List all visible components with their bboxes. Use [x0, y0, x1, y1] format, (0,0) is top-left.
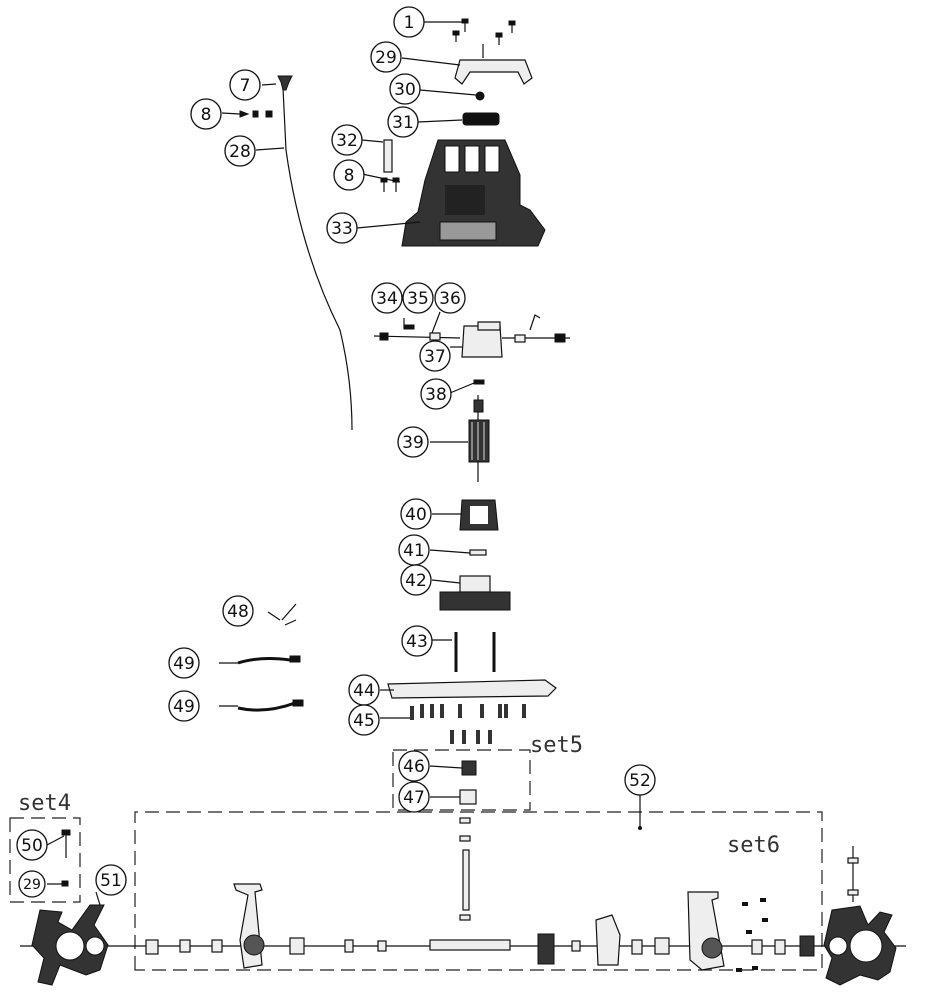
callout-31: 31 [387, 106, 419, 138]
set6-box [134, 795, 823, 971]
callout-8a-label: 8 [201, 105, 212, 125]
callout-39: 39 [397, 426, 429, 458]
callout-51-label: 51 [100, 871, 122, 891]
callout-51: 51 [95, 864, 127, 896]
callout-40-label: 40 [405, 505, 427, 525]
callout-46: 46 [398, 750, 430, 782]
callout-34: 34 [371, 282, 403, 314]
stator-40 [432, 499, 499, 531]
motor-housing [356, 139, 546, 247]
callout-50-label: 50 [21, 836, 43, 856]
callout-49a-label: 49 [173, 654, 195, 674]
callout-8b: 8 [333, 159, 365, 191]
tube-32 [361, 139, 393, 173]
callout-39-label: 39 [402, 433, 424, 453]
callout-33-label: 33 [331, 219, 353, 239]
clip-48 [267, 603, 297, 626]
callout-49b: 49 [168, 690, 200, 722]
callout-29b: 29 [18, 870, 46, 898]
callout-49b-label: 49 [173, 697, 195, 717]
set6-label: set6 [727, 833, 780, 858]
tine-axle [20, 914, 906, 966]
washer-38 [449, 379, 485, 394]
callout-42: 42 [400, 564, 432, 596]
callout-29a: 29 [370, 41, 402, 73]
callout-31-label: 31 [392, 113, 414, 133]
drive-shaft [459, 817, 471, 921]
left-tine [31, 891, 109, 986]
callout-50: 50 [16, 829, 48, 861]
callout-34-label: 34 [376, 289, 398, 309]
set4-label: set4 [18, 791, 71, 816]
screws-8-upper [221, 110, 273, 118]
wire-harness-top [219, 655, 301, 665]
washer-41 [429, 549, 487, 556]
armature-39 [430, 395, 490, 482]
gearbox-42 [431, 575, 511, 611]
callout-47: 47 [398, 781, 430, 813]
screws-45 [380, 704, 526, 744]
top-handle-cover [401, 44, 533, 85]
callout-48-label: 48 [227, 602, 249, 622]
callout-46-label: 46 [403, 757, 425, 777]
callout-40: 40 [400, 498, 432, 530]
callout-29a-label: 29 [375, 48, 397, 68]
set5-label: set5 [530, 733, 583, 758]
base-plate-44 [380, 679, 557, 699]
callout-52: 52 [624, 764, 656, 796]
coupling-46 [429, 760, 477, 776]
brush-assembly [373, 311, 570, 358]
callout-42-label: 42 [405, 571, 427, 591]
callout-38: 38 [420, 378, 452, 410]
callout-7: 7 [229, 69, 261, 101]
callout-28-label: 28 [229, 142, 251, 162]
gear-31 [417, 112, 500, 126]
callout-38-label: 38 [425, 385, 447, 405]
right-tine [823, 846, 897, 986]
callout-29b-label: 29 [23, 877, 41, 893]
callout-35: 35 [402, 282, 434, 314]
callout-47-label: 47 [403, 788, 425, 808]
callout-1-label: 1 [404, 13, 415, 33]
callout-37: 37 [419, 340, 451, 372]
left-gear-housing [233, 883, 265, 969]
callout-36-label: 36 [439, 289, 461, 309]
callout-43: 43 [401, 625, 433, 657]
callout-7-label: 7 [240, 76, 251, 96]
set5-box [392, 749, 531, 811]
callout-8b-label: 8 [344, 166, 355, 186]
callout-30: 30 [389, 73, 421, 105]
callout-48: 48 [222, 595, 254, 627]
callout-37-label: 37 [424, 347, 446, 367]
callout-33: 33 [326, 212, 358, 244]
callout-35-label: 35 [407, 289, 429, 309]
callout-45: 45 [348, 704, 380, 736]
nut-30 [419, 89, 485, 101]
callout-8a: 8 [190, 98, 222, 130]
bushing-47 [430, 789, 477, 805]
callout-30-label: 30 [394, 80, 416, 100]
callout-41: 41 [398, 534, 430, 566]
long-screws-43 [432, 632, 496, 672]
callout-32: 32 [331, 124, 363, 156]
callout-32-label: 32 [336, 131, 358, 151]
screws-8-lower [361, 173, 401, 192]
callout-44: 44 [348, 674, 380, 706]
callout-43-label: 43 [406, 632, 428, 652]
wire-harness-bottom [219, 699, 304, 712]
right-gear-housing [687, 891, 768, 972]
callout-1: 1 [393, 6, 425, 38]
callout-45-label: 45 [353, 711, 375, 731]
callout-28: 28 [224, 135, 256, 167]
set4-box [9, 817, 81, 903]
callout-52-label: 52 [629, 771, 651, 791]
callout-49a: 49 [168, 647, 200, 679]
screw-set-top [422, 18, 516, 45]
callout-41-label: 41 [403, 541, 425, 561]
callout-36: 36 [434, 282, 466, 314]
cable-28 [255, 75, 353, 431]
callout-44-label: 44 [353, 681, 375, 701]
